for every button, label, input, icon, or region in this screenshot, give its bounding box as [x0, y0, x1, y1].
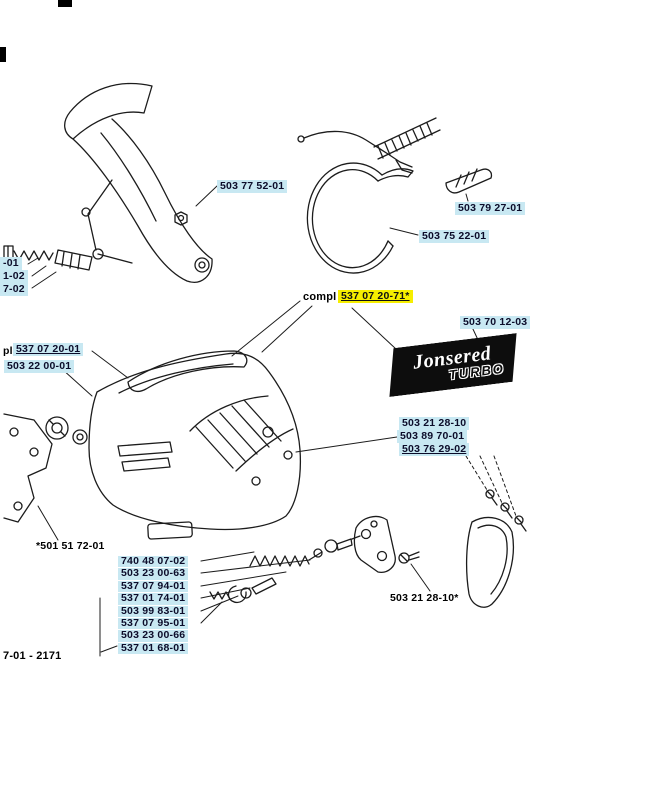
cover-screws — [485, 489, 527, 532]
part-label-edge-1[interactable]: -01 — [0, 257, 22, 270]
throttle-wire — [297, 130, 413, 174]
band-guard-part — [445, 168, 493, 194]
chain-catcher-plate — [3, 413, 53, 523]
part-label-list-item[interactable]: 503 99 83-01 — [118, 605, 189, 618]
front-handle-guard — [64, 82, 213, 283]
part-label-screw-group-2[interactable]: 503 89 70-01 — [397, 430, 468, 443]
side-cover — [465, 516, 514, 608]
screw-part — [398, 551, 420, 564]
part-label-brake-band[interactable]: 503 75 22-01 — [419, 230, 490, 243]
coil-spring — [373, 117, 441, 160]
clutch-cover — [88, 352, 302, 531]
part-label-list-item[interactable]: 503 23 00-63 — [118, 567, 189, 580]
part-label-list-item[interactable]: 537 01 68-01 — [118, 642, 189, 655]
hook-link — [209, 577, 277, 604]
cover-insert — [147, 521, 193, 540]
edge-compl-prefix-text: pl — [3, 345, 13, 357]
parts-number-list: 740 48 07-02 503 23 00-63 537 07 94-01 5… — [118, 555, 189, 655]
cover-knobs — [45, 416, 88, 445]
brake-lever — [81, 179, 133, 264]
part-label-screw-single[interactable]: 503 21 28-10* — [390, 592, 459, 604]
brake-handle — [127, 350, 248, 393]
registration-mark-top — [58, 0, 72, 7]
tension-spring — [249, 535, 361, 567]
part-label-edge-sub[interactable]: 503 22 00-01 — [4, 360, 75, 373]
part-label-screw-group-1[interactable]: 503 21 28-10 — [399, 417, 470, 430]
pivot-bracket — [353, 515, 396, 573]
pivot-nut — [174, 211, 188, 226]
part-label-handle-assembly[interactable]: 503 77 52-01 — [217, 180, 288, 193]
brake-band — [306, 162, 414, 274]
part-label-compl-highlighted[interactable]: 537 07 20-71* — [338, 290, 413, 303]
part-label-decal[interactable]: 503 70 12-03 — [460, 316, 531, 329]
part-label-list-item[interactable]: 537 07 95-01 — [118, 617, 189, 630]
part-label-list-item[interactable]: 537 07 94-01 — [118, 580, 189, 593]
part-label-list-item[interactable]: 537 01 74-01 — [118, 592, 189, 605]
part-label-screw-group-3[interactable]: 503 76 29-02 — [399, 443, 470, 456]
leader-lines-lower — [27, 257, 431, 657]
part-label-edge-3[interactable]: 7-02 — [0, 283, 28, 296]
part-label-band-guard[interactable]: 503 79 27-01 — [455, 202, 526, 215]
registration-mark-left — [0, 47, 6, 62]
sheet-reference-text: 7-01 - 2171 — [3, 650, 62, 662]
part-label-catcher-bracket[interactable]: *501 51 72-01 — [36, 540, 105, 552]
part-label-edge-compl[interactable]: 537 07 20-01 — [13, 343, 84, 356]
part-label-list-item[interactable]: 740 48 07-02 — [118, 555, 189, 568]
part-label-list-item[interactable]: 503 23 00-66 — [118, 630, 189, 642]
leader-lines-upper — [195, 185, 480, 357]
compl-prefix-text: compl — [303, 291, 337, 303]
leader-lines-dashed — [465, 455, 517, 517]
part-label-edge-2[interactable]: 1-02 — [0, 270, 28, 283]
